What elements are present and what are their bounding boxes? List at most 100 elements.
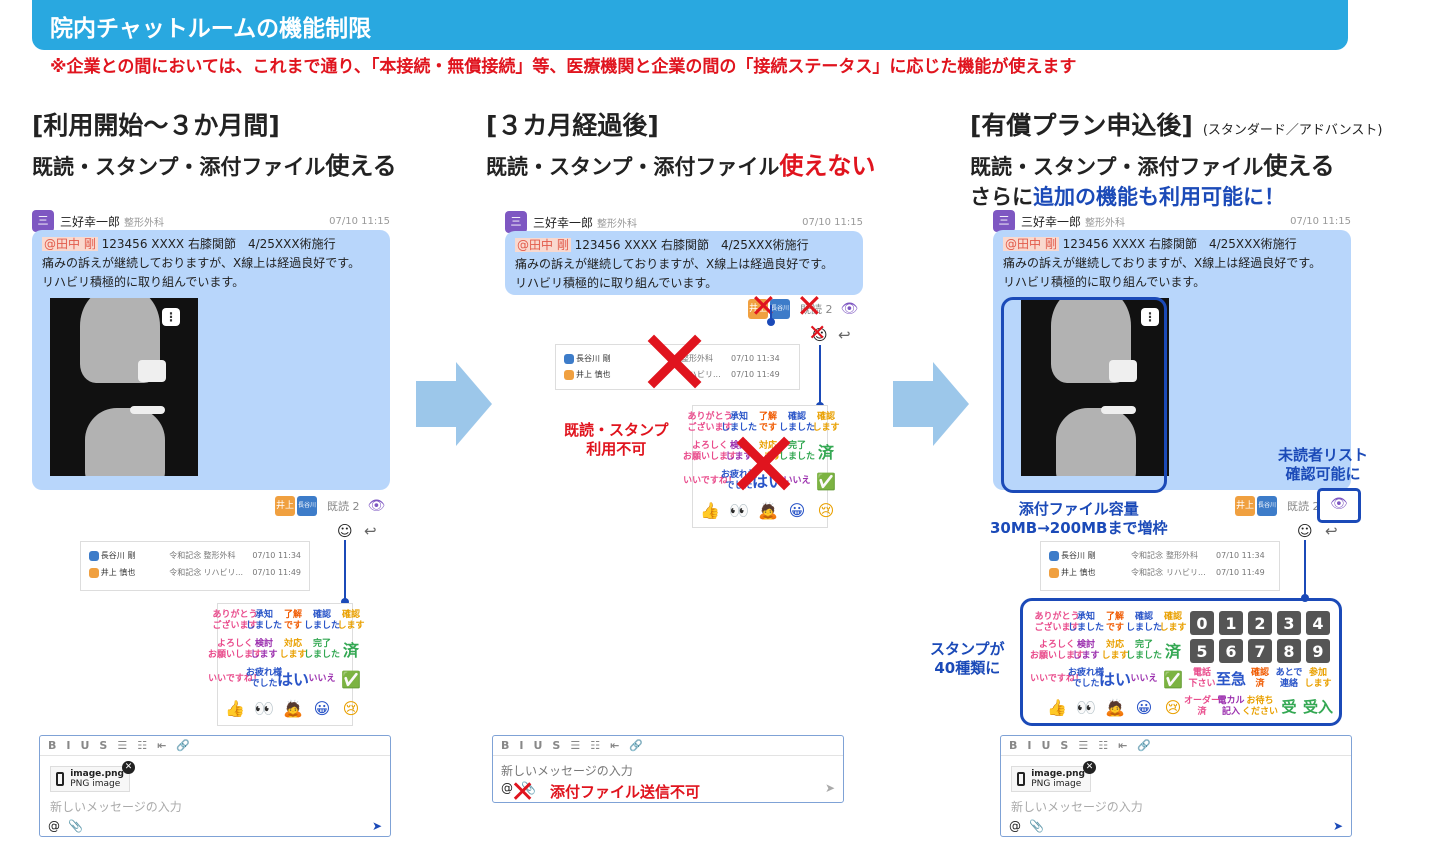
format-tool-4[interactable]: ☰	[117, 739, 128, 752]
sticker-stamp[interactable]: 👀	[1076, 697, 1096, 717]
word-stamp[interactable]: お待ち ください	[1242, 696, 1279, 717]
send-icon[interactable]: ➤	[371, 819, 382, 833]
sticker-stamp[interactable]: 👍	[225, 698, 245, 718]
word-stamp[interactable]: オーダー 済	[1184, 696, 1221, 717]
sticker-stamp[interactable]: 👀	[254, 698, 274, 718]
format-tool-3[interactable]: S	[99, 739, 108, 752]
sticker-stamp[interactable]: お疲れ様 でした	[721, 470, 758, 491]
sticker-stamp[interactable]: いいえ	[308, 673, 336, 684]
eye-icon[interactable]: 👁	[367, 498, 386, 514]
sticker-stamp[interactable]: 検討 します	[1072, 640, 1100, 661]
format-tool-3[interactable]: S	[1060, 739, 1069, 752]
paperclip-icon[interactable]: 📎	[1029, 819, 1044, 833]
format-tool-1[interactable]: I	[519, 739, 524, 752]
format-tool-5[interactable]: ☷	[137, 739, 148, 752]
sticker-stamp[interactable]: 了解 です	[1105, 612, 1124, 633]
sticker-stamp[interactable]: 承知 しました	[721, 412, 758, 433]
sticker-stamp[interactable]: いいですね！	[1030, 673, 1084, 684]
sticker-stamp[interactable]: 検討 します	[725, 441, 753, 462]
sticker-stamp[interactable]: 済	[342, 640, 359, 660]
format-tool-4[interactable]: ☰	[1078, 739, 1089, 752]
remove-attachment-icon[interactable]: ✕	[122, 761, 135, 774]
sticker-stamp[interactable]: いいえ	[1130, 673, 1158, 684]
word-stamp[interactable]: 受入	[1303, 697, 1334, 716]
format-tool-0[interactable]: B	[501, 739, 510, 752]
sticker-stamp[interactable]: 😀	[1135, 697, 1153, 717]
sticker-stamp[interactable]: 👀	[729, 500, 749, 520]
sticker-stamp[interactable]: 確認 します	[812, 412, 840, 433]
sticker-stamp[interactable]: ✅	[341, 669, 361, 689]
sticker-stamp[interactable]: よろしく お願いします	[1030, 640, 1085, 661]
format-tool-2[interactable]: U	[80, 739, 90, 752]
xray-image[interactable]: ⋮	[1021, 298, 1169, 476]
sticker-stamp[interactable]: 了解 です	[283, 610, 302, 631]
sticker-stamp[interactable]: 確認 しました	[304, 610, 341, 631]
sticker-stamp[interactable]: 了解 です	[758, 412, 777, 433]
sticker-stamp[interactable]: ✅	[1163, 669, 1183, 689]
format-tool-4[interactable]: ☰	[570, 739, 581, 752]
sticker-stamp[interactable]: いいですね！	[208, 673, 262, 684]
format-tool-7[interactable]: 🔗	[629, 739, 644, 752]
format-tool-5[interactable]: ☷	[1098, 739, 1109, 752]
send-icon[interactable]: ➤	[1332, 819, 1343, 833]
word-stamp[interactable]: 電カル 記入	[1217, 696, 1245, 717]
sticker-stamp[interactable]: よろしく お願いします	[683, 441, 738, 462]
sticker-stamp[interactable]: はい	[277, 669, 310, 689]
sticker-stamp[interactable]: いいですね！	[683, 475, 737, 486]
word-stamp[interactable]: 受	[1281, 697, 1297, 716]
format-tool-7[interactable]: 🔗	[1137, 739, 1152, 752]
message-bubble[interactable]: @田中 剛 123456 XXXX 右膝関節 4/25XXX術施行 痛みの訴えが…	[505, 231, 863, 295]
remove-attachment-icon[interactable]: ✕	[1083, 761, 1096, 774]
sticker-stamp[interactable]: 😢	[342, 698, 360, 718]
number-stamp[interactable]: 4	[1306, 611, 1330, 635]
word-stamp[interactable]: 参加 します	[1304, 668, 1332, 689]
sticker-stamp[interactable]: 承知 しました	[1068, 612, 1105, 633]
sticker-stamp[interactable]: 完了 しました	[1126, 640, 1163, 661]
sticker-stamp[interactable]: 🙇	[758, 500, 778, 520]
format-tool-6[interactable]: ⇤	[610, 739, 620, 752]
word-stamp[interactable]: 電話 下さい	[1188, 668, 1216, 689]
emoji-icon[interactable]: ☺	[337, 522, 353, 540]
sticker-stamp[interactable]: 確認 します	[1159, 612, 1187, 633]
sticker-stamp[interactable]: ✅	[816, 471, 836, 491]
format-tool-3[interactable]: S	[552, 739, 561, 752]
word-stamp[interactable]: 確認 済	[1250, 668, 1269, 689]
message-bubble[interactable]: @田中 剛 123456 XXXX 右膝関節 4/25XXX術施行 痛みの訴えが…	[32, 230, 390, 490]
sticker-stamp[interactable]: はい	[752, 471, 785, 491]
format-tool-0[interactable]: B	[1009, 739, 1018, 752]
format-tool-7[interactable]: 🔗	[176, 739, 191, 752]
number-stamp[interactable]: 2	[1248, 611, 1272, 635]
sticker-stamp[interactable]: 🙇	[283, 698, 303, 718]
sticker-stamp[interactable]: 確認 しました	[779, 412, 816, 433]
number-stamp[interactable]: 6	[1219, 639, 1243, 663]
sticker-stamp[interactable]: 承知 しました	[246, 610, 283, 631]
format-tool-5[interactable]: ☷	[590, 739, 601, 752]
more-icon[interactable]: ⋮	[162, 308, 180, 326]
sticker-stamp[interactable]: 🙇	[1105, 697, 1125, 717]
sticker-stamp[interactable]: はい	[1099, 669, 1132, 689]
sticker-stamp[interactable]: 確認 します	[337, 610, 365, 631]
sticker-stamp[interactable]: お疲れ様 でした	[246, 668, 283, 689]
format-tool-2[interactable]: U	[533, 739, 543, 752]
more-icon[interactable]: ⋮	[1141, 308, 1159, 326]
sticker-stamp[interactable]: ありがとう ございます	[212, 610, 258, 631]
number-stamp[interactable]: 9	[1306, 639, 1330, 663]
sticker-stamp[interactable]: 😀	[788, 500, 806, 520]
format-tool-1[interactable]: I	[66, 739, 71, 752]
mention-icon[interactable]: @	[48, 819, 60, 833]
mention-icon[interactable]: @	[1009, 819, 1021, 833]
sticker-stamp[interactable]: 対応 します	[279, 639, 307, 660]
eye-icon[interactable]: 👁	[1330, 496, 1348, 512]
reply-icon[interactable]: ↩	[364, 522, 377, 540]
sticker-stamp[interactable]: ありがとう ございます	[687, 412, 733, 433]
sticker-stamp[interactable]: 完了 しました	[304, 639, 341, 660]
sticker-stamp[interactable]: お疲れ様 でした	[1068, 668, 1105, 689]
paperclip-icon[interactable]: 📎	[68, 819, 83, 833]
format-tool-2[interactable]: U	[1041, 739, 1051, 752]
xray-image[interactable]: ⋮	[50, 298, 198, 476]
format-tool-1[interactable]: I	[1027, 739, 1032, 752]
sticker-stamp[interactable]: 👍	[1047, 697, 1067, 717]
